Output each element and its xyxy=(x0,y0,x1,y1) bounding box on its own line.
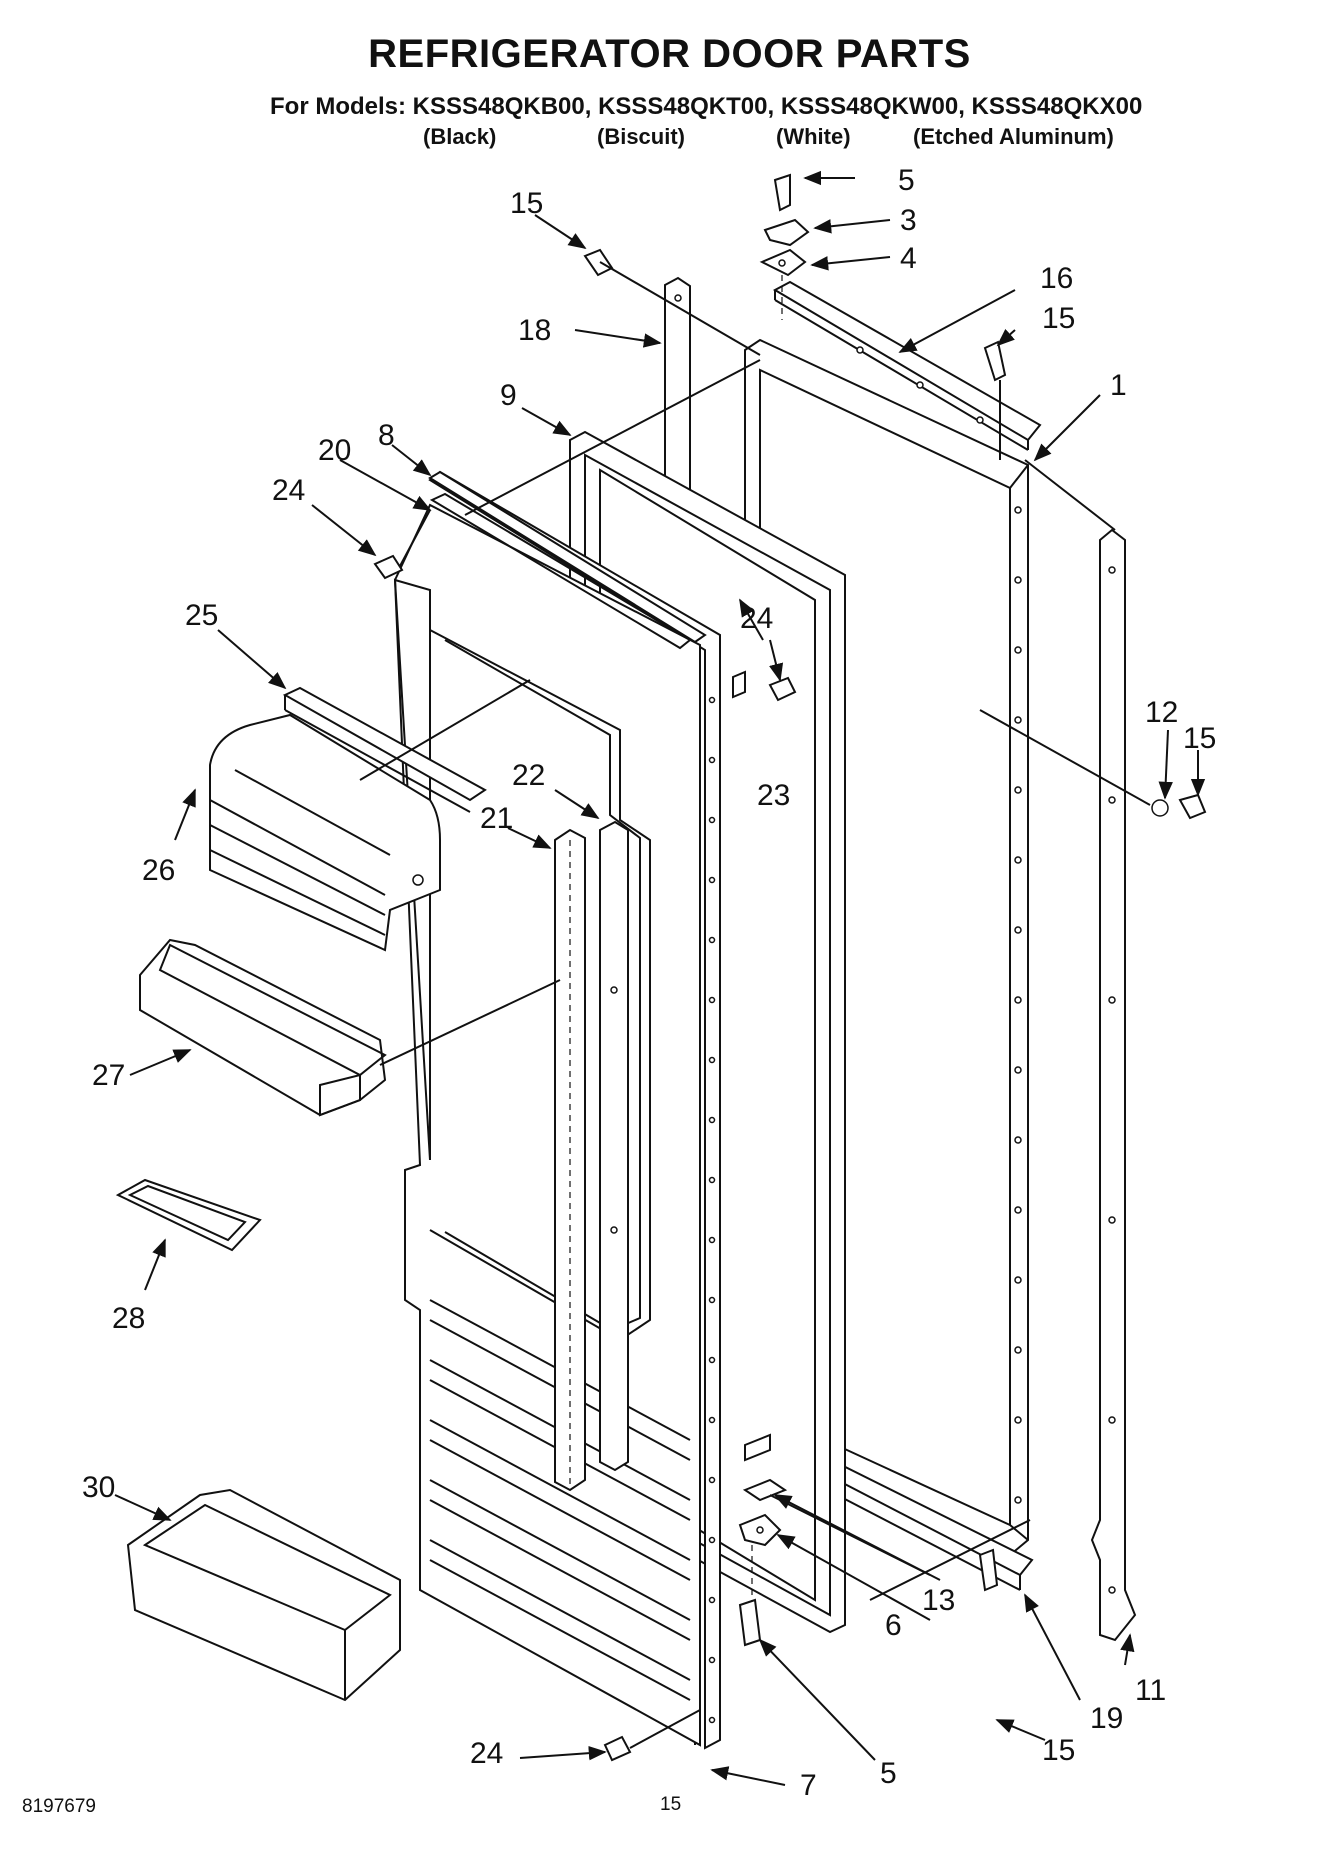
color-label-biscuit: (Biscuit) xyxy=(597,124,685,149)
callout-25: 25 xyxy=(185,599,218,632)
callout-1: 1 xyxy=(1110,369,1127,402)
callout-19: 19 xyxy=(1090,1702,1123,1735)
callout-30: 30 xyxy=(82,1471,115,1504)
models-line: For Models: KSSS48QKB00, KSSS48QKT00, KS… xyxy=(270,93,1143,120)
callout-5: 5 xyxy=(898,164,915,197)
callout-arrows xyxy=(114,170,1206,1786)
callout-8: 8 xyxy=(378,419,395,452)
page-number: 15 xyxy=(660,1794,682,1815)
callout-15: 15 xyxy=(1183,722,1216,755)
callout-13: 13 xyxy=(922,1584,955,1617)
callout-23: 23 xyxy=(757,779,790,812)
color-label-black: (Black) xyxy=(423,124,497,149)
callout-11: 11 xyxy=(1135,1674,1166,1707)
page-title: REFRIGERATOR DOOR PARTS xyxy=(368,32,971,76)
top-channel-part-16 xyxy=(772,280,1042,451)
callout-4: 4 xyxy=(900,242,917,275)
screw-icons xyxy=(373,248,1207,1762)
callout-5: 5 xyxy=(880,1757,897,1790)
callout-12: 12 xyxy=(1145,696,1178,729)
callout-18: 18 xyxy=(518,314,551,347)
large-bin-part-30 xyxy=(126,1488,401,1702)
small-tray-part-28 xyxy=(115,1178,262,1252)
callout-24: 24 xyxy=(272,474,305,507)
callout-6: 6 xyxy=(885,1609,902,1642)
callout-16: 16 xyxy=(1040,262,1073,295)
callout-15: 15 xyxy=(510,187,543,220)
trim-strip-part-11 xyxy=(1090,528,1137,1642)
callout-20: 20 xyxy=(318,434,351,467)
callout-9: 9 xyxy=(500,379,517,412)
divider-part-21 xyxy=(554,828,586,1492)
callout-22: 22 xyxy=(512,759,545,792)
divider-part-22 xyxy=(599,820,629,1472)
document-number: 8197679 xyxy=(22,1796,96,1817)
callout-28: 28 xyxy=(112,1302,145,1335)
callout-24: 24 xyxy=(470,1737,503,1770)
inner-liner-part-20 xyxy=(393,503,701,1747)
color-label-white: (White) xyxy=(776,124,851,149)
top-strip-part-8 xyxy=(428,470,707,650)
part-callouts: 5 3 4 15 16 15 18 9 1 8 20 24 25 24 12 1… xyxy=(82,164,1216,1802)
callout-7: 7 xyxy=(800,1769,817,1802)
callout-15: 15 xyxy=(1042,302,1075,335)
bottom-hinge-assembly xyxy=(738,1433,788,1647)
color-label-etched-aluminum: (Etched Aluminum) xyxy=(913,124,1114,149)
door-bin-part-27 xyxy=(139,938,387,1117)
top-hinge-assembly xyxy=(759,173,810,320)
callout-27: 27 xyxy=(92,1059,125,1092)
leader-lines xyxy=(359,261,1151,1749)
callout-24: 24 xyxy=(740,602,773,635)
callout-15: 15 xyxy=(1042,1734,1075,1767)
dairy-compartment-part-26 xyxy=(209,713,441,952)
shelf-rail-part-25 xyxy=(282,686,487,813)
callout-26: 26 xyxy=(142,854,175,887)
callout-21: 21 xyxy=(480,802,513,835)
callout-3: 3 xyxy=(900,204,917,237)
